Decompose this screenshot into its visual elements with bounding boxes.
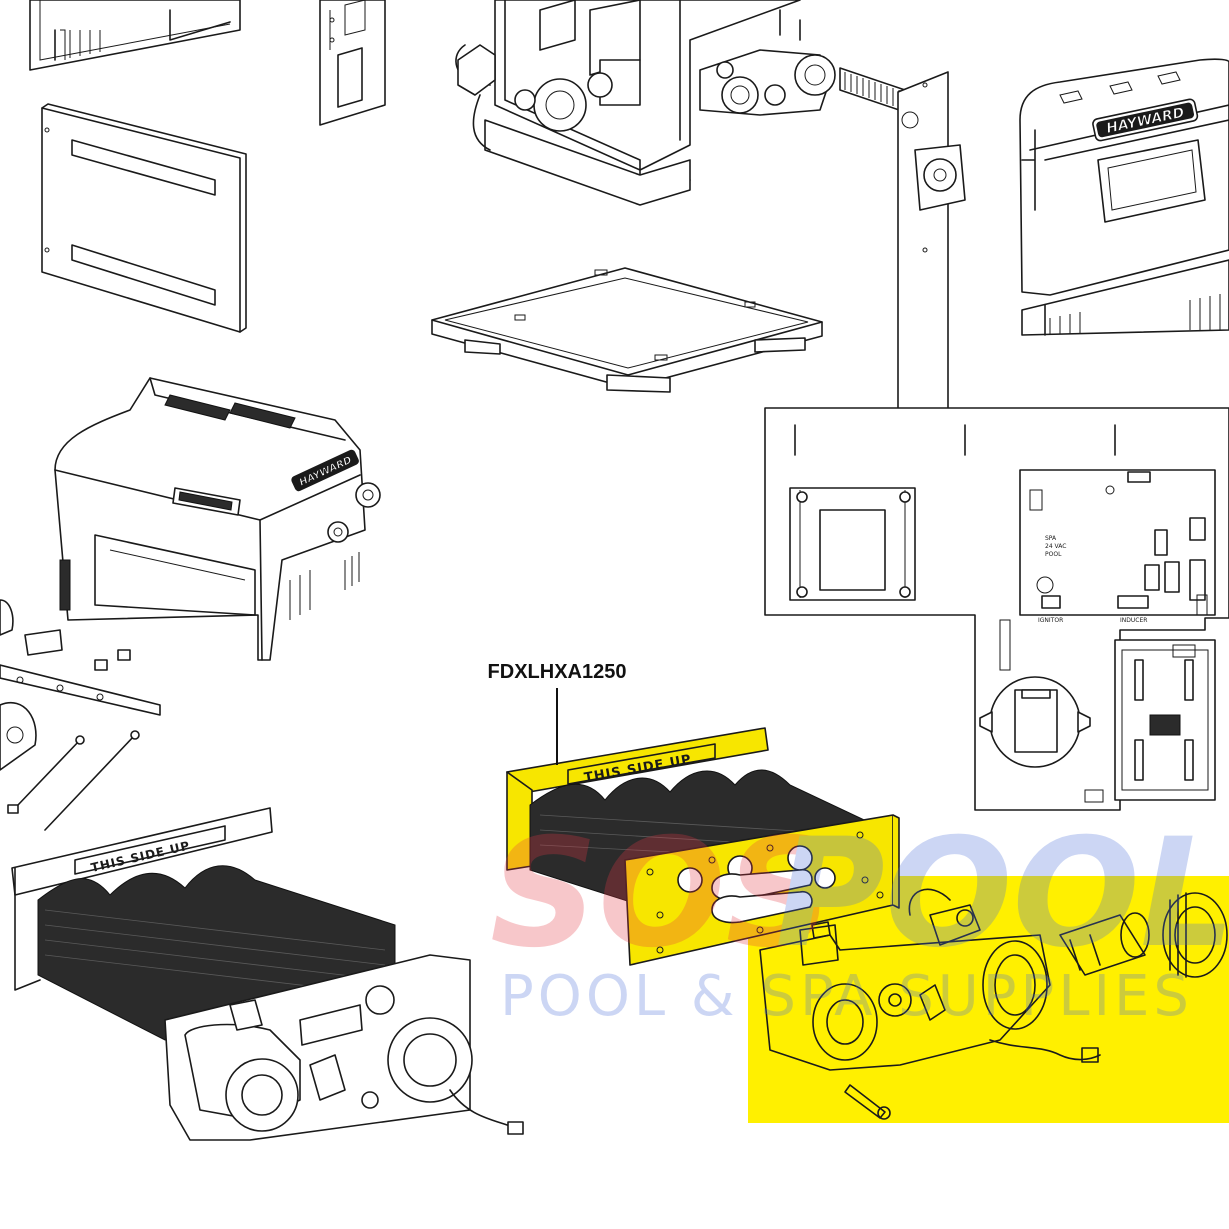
svg-text:IGNITOR: IGNITOR bbox=[1038, 617, 1063, 624]
watermark-tagline: POOL & SPA SUPPLIES bbox=[500, 964, 1193, 1029]
header-and-fittings bbox=[759, 888, 1228, 1120]
gas-valve-panel bbox=[897, 71, 966, 441]
assembled-heater: HAYWARD bbox=[54, 377, 381, 661]
highlighted-heat-exchanger: THIS SIDE UP bbox=[506, 727, 900, 966]
watermark: SOS POOL POOL & SPA SUPPLIES bbox=[490, 807, 1229, 1029]
part-number-label: FDXLHXA1250 bbox=[488, 661, 627, 683]
side-panel bbox=[41, 103, 247, 333]
watermark-pool: POOL bbox=[775, 807, 1229, 981]
heat-exchanger-assembly: THIS SIDE UP bbox=[11, 807, 524, 1141]
cabinet-top-jacket: HAYWARD bbox=[1019, 58, 1229, 296]
upper-front-panel bbox=[29, 0, 241, 71]
internal-assembly bbox=[455, 0, 836, 206]
svg-text:24 VAC: 24 VAC bbox=[1045, 543, 1066, 550]
small-hardware-parts bbox=[0, 599, 161, 831]
vent-grille bbox=[839, 67, 906, 113]
svg-text:SPA: SPA bbox=[1045, 535, 1057, 542]
watermark-sos: SOS bbox=[490, 807, 834, 981]
control-board-panel: SPA 24 VAC POOL IGNITOR INDUCER bbox=[764, 407, 1229, 811]
cabinet-bottom-jacket bbox=[1021, 259, 1229, 336]
base-tray bbox=[431, 267, 823, 393]
part-callout: FDXLHXA1250 bbox=[488, 661, 627, 765]
svg-text:POOL: POOL bbox=[1045, 551, 1062, 558]
control-mounting-panel bbox=[319, 0, 386, 126]
svg-text:INDUCER: INDUCER bbox=[1120, 617, 1147, 624]
